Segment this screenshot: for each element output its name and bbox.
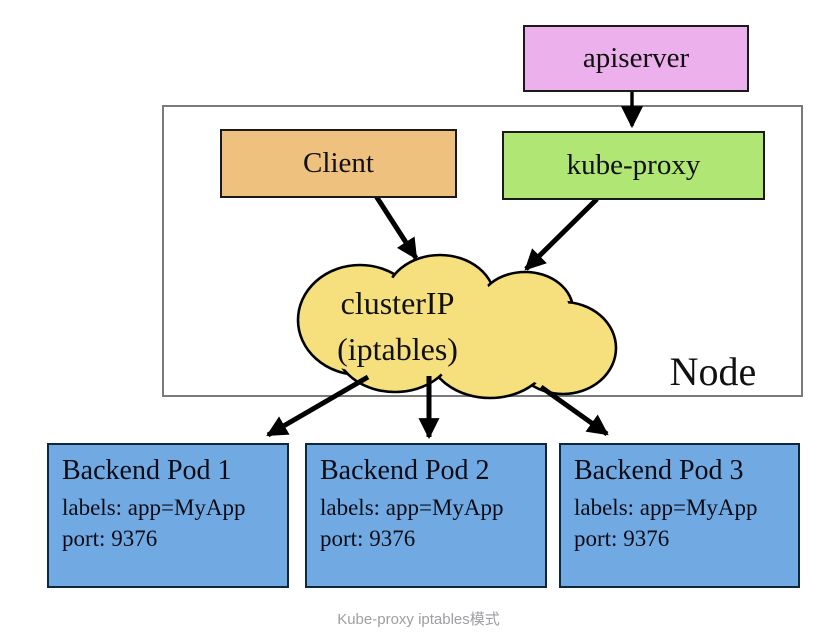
pod-title: Backend Pod 3 bbox=[574, 455, 744, 486]
node-label: Node bbox=[669, 349, 757, 394]
pod-port: port: 9376 bbox=[574, 526, 670, 551]
kube-proxy-label: kube-proxy bbox=[566, 149, 701, 181]
pod-port: port: 9376 bbox=[320, 526, 416, 551]
client-box: Client bbox=[220, 129, 457, 198]
client-label: Client bbox=[303, 147, 374, 179]
backend-pod-2: Backend Pod 2 labels: app=MyApp port: 93… bbox=[305, 443, 547, 588]
pod-title: Backend Pod 2 bbox=[320, 455, 490, 486]
pod-labels: labels: app=MyApp bbox=[320, 495, 504, 520]
pod-title: Backend Pod 1 bbox=[62, 455, 232, 486]
backend-pod-3: Backend Pod 3 labels: app=MyApp port: 93… bbox=[559, 443, 800, 588]
apiserver-label: apiserver bbox=[582, 42, 690, 74]
pod-labels: labels: app=MyApp bbox=[62, 495, 246, 520]
clusterip-line1: clusterIP bbox=[340, 285, 455, 321]
backend-pod-1: Backend Pod 1 labels: app=MyApp port: 93… bbox=[47, 443, 289, 588]
pod-labels: labels: app=MyApp bbox=[574, 495, 758, 520]
clusterip-text: clusterIP (iptables) bbox=[300, 280, 495, 372]
pod-port: port: 9376 bbox=[62, 526, 158, 551]
figure-caption: Kube-proxy iptables模式 bbox=[337, 611, 500, 628]
clusterip-line2: (iptables) bbox=[337, 331, 458, 367]
apiserver-box: apiserver bbox=[523, 25, 749, 92]
kube-proxy-box: kube-proxy bbox=[502, 131, 765, 200]
